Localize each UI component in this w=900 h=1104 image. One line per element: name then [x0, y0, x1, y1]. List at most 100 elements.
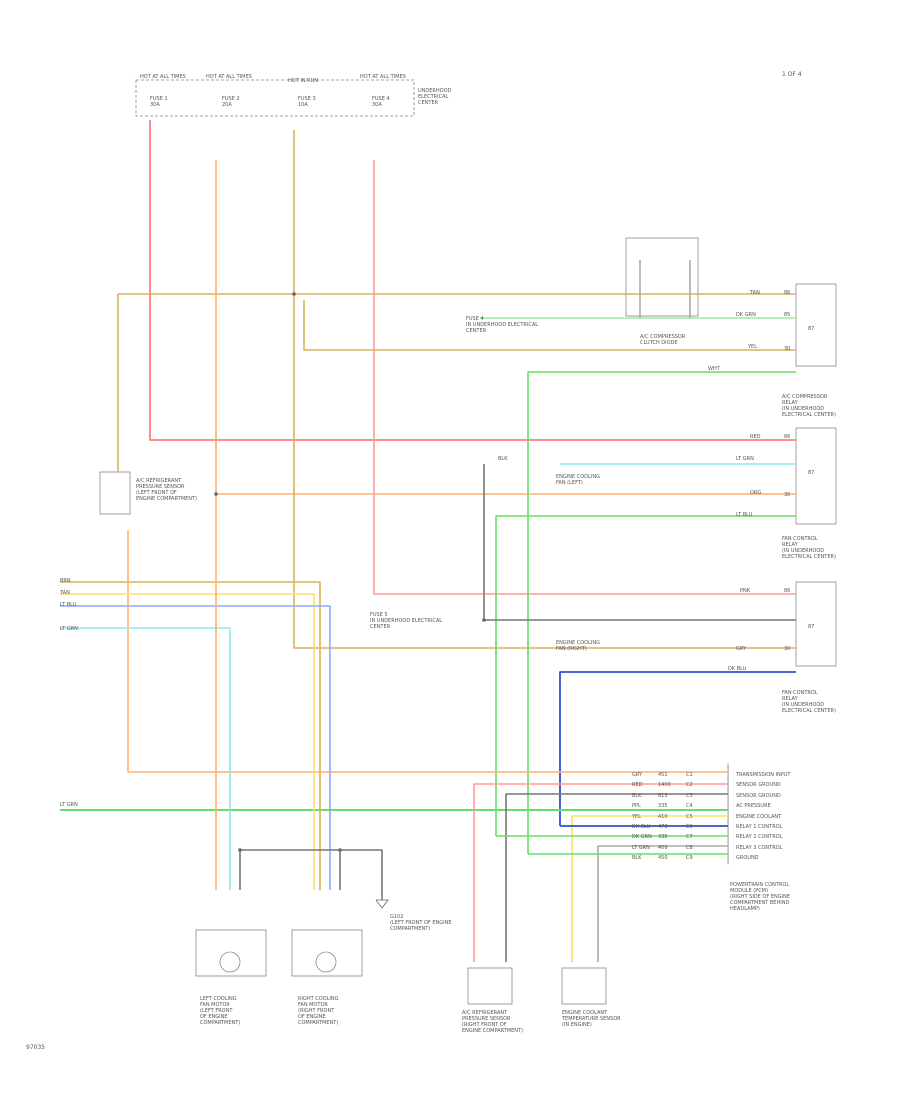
yellow-relay-wire	[304, 300, 796, 350]
fuse-2-top: HOT AT ALL TIMES	[206, 74, 252, 80]
pcm-wire-color-4: PPL	[632, 803, 641, 809]
left-fan-motor-box	[196, 930, 266, 976]
left-fan-yellow-wire	[60, 594, 314, 890]
left-wire-label-3: LT BLU	[60, 602, 76, 608]
fan-control-relay-1-label: FAN CONTROL RELAY (IN UNDERHOOD ELECTRIC…	[782, 536, 836, 560]
pcm-wire-color-3: BLK	[632, 793, 642, 799]
coolant-temp-sensor-box	[562, 968, 606, 1004]
splice-tan-bus	[292, 292, 296, 296]
fuse-4-name: FUSE 4 30A	[372, 96, 390, 108]
left-wire-label-4: LT GRN	[60, 626, 78, 632]
pcm-circuit-name-1: TRANSMISSION INPUT	[736, 772, 790, 778]
pcm-wire-color-6: DK BLU	[632, 824, 650, 830]
fuse-2-name: FUSE 2 20A	[222, 96, 240, 108]
fan-control-relay-1-box	[796, 428, 836, 524]
pcm-pin-9: C9	[686, 855, 693, 861]
wire-label-dkblu: DK BLU	[728, 666, 746, 672]
ac-refrigerant-sensor-box	[468, 968, 512, 1004]
pcm-wire-color-9: BLK	[632, 855, 642, 861]
relay-1-pin-87: 87	[808, 326, 814, 332]
pcm-wire-circuit-2: 1400	[658, 782, 671, 788]
pcm-pin-1: C1	[686, 772, 693, 778]
cooling-fan-2-label: ENGINE COOLING FAN (RIGHT)	[556, 640, 600, 652]
right-fan-blue-wire	[60, 606, 330, 890]
tan-feed-wire	[294, 130, 796, 648]
pcm-wire-circuit-1: 451	[658, 772, 668, 778]
pcm-pin-4: C4	[686, 803, 693, 809]
pcm-pin-8: C8	[686, 845, 693, 851]
wire-label-wht: WHT	[708, 366, 720, 372]
left-fan-motor-symbol	[220, 952, 240, 972]
pcm-pin-2: C2	[686, 782, 693, 788]
wire-label-red: RED	[750, 434, 760, 440]
pcm-pin-5: C5	[686, 814, 693, 820]
splice-ground-2	[338, 848, 342, 852]
pcm-pin-3: C3	[686, 793, 693, 799]
relay-1-pin-85: 85	[784, 312, 790, 318]
right-fan-motor-label: RIGHT COOLING FAN MOTOR (RIGHT FRONT OF …	[298, 996, 338, 1026]
pcm-wire-circuit-7: 335	[658, 834, 668, 840]
pcm-label: POWERTRAIN CONTROL MODULE (PCM) (RIGHT S…	[730, 882, 790, 912]
left-wire-label-2: TAN	[60, 590, 70, 596]
ground-symbol	[376, 900, 388, 908]
relay-1-pin-86: 86	[784, 290, 790, 296]
ac-compressor-relay-box	[796, 284, 836, 366]
fan-ground-bus	[240, 850, 382, 900]
pcm-pin-6: C6	[686, 824, 693, 830]
splice-orange	[214, 492, 218, 496]
pcm-circuit-name-4: AC PRESSURE	[736, 803, 771, 809]
footer-code: 97035	[26, 1045, 45, 1051]
pcm-wire-circuit-3: 813	[658, 793, 668, 799]
wire-label-gry: GRY	[736, 646, 746, 652]
pcm-wire-color-2: RED	[632, 782, 642, 788]
fuse-3-top: HOT IN RUN	[288, 78, 318, 84]
fan-control-relay-2-box	[796, 582, 836, 666]
relay-2-pin-87: 87	[808, 470, 814, 476]
pcm-circuit-name-7: RELAY 2 CONTROL	[736, 834, 782, 840]
wire-label-yel: YEL	[748, 344, 757, 350]
pcm-circuit-name-5: ENGINE COOLANT	[736, 814, 781, 820]
pcm-wire-circuit-5: 410	[658, 814, 668, 820]
pink-feed-wire	[374, 160, 796, 594]
page-code: 1 OF 4	[782, 72, 802, 78]
wire-label-org: ORG	[750, 490, 761, 496]
pcm-circuit-name-6: RELAY 1 CONTROL	[736, 824, 782, 830]
wire-label-tan: TAN	[750, 290, 760, 296]
fuse-1-top: HOT AT ALL TIMES	[140, 74, 186, 80]
pcm-circuit-name-3: SENSOR GROUND	[736, 793, 781, 799]
pcm-wire-color-1: GRY	[632, 772, 642, 778]
pcm-circuit-name-9: GROUND	[736, 855, 759, 861]
left-fan-motor-label: LEFT COOLING FAN MOTOR (LEFT FRONT OF EN…	[200, 996, 240, 1026]
pcm-wire-color-5: YEL	[632, 814, 641, 820]
ground-g1-label: G102 (LEFT FRONT OF ENGINE COMPARTMENT)	[390, 914, 452, 932]
pcm-circuit-name-8: RELAY 3 CONTROL	[736, 845, 782, 851]
right-fan-motor-box	[292, 930, 362, 976]
ac-compressor-relay-label: A/C COMPRESSOR RELAY (IN UNDERHOOD ELECT…	[782, 394, 836, 418]
left-green-label: LT GRN	[60, 802, 78, 808]
fan-control-relay-2-label: FAN CONTROL RELAY (IN UNDERHOOD ELECTRIC…	[782, 690, 836, 714]
pcm-pin-7: C7	[686, 834, 693, 840]
fuse-1-name: FUSE 1 30A	[150, 96, 168, 108]
pcm-circuit-name-2: SENSOR GROUND	[736, 782, 781, 788]
pcm-wire-circuit-8: 409	[658, 845, 668, 851]
pressure-switch-signal-wire	[128, 530, 728, 772]
refrigerant-sensor-ground	[506, 794, 728, 962]
wire-label-ltgrn: LT GRN	[736, 456, 754, 462]
red-feed-wire	[150, 120, 796, 440]
relay-3-pin-86: 86	[784, 588, 790, 594]
wire-label-ltblu: LT BLU	[736, 512, 752, 518]
pressure-switch-box	[100, 472, 130, 514]
splice-ground	[238, 848, 242, 852]
fuse-4-top: HOT AT ALL TIMES	[360, 74, 406, 80]
left-wire-label-1: BRN	[60, 578, 71, 584]
pcm-wire-color-8: LT GRN	[632, 845, 650, 851]
left-fan-cyan-wire	[60, 628, 230, 890]
relay-2-pin-86: 86	[784, 434, 790, 440]
cooling-fan-1-label: ENGINE COOLING FAN (LEFT)	[556, 474, 600, 486]
pcm-wire-circuit-6: 473	[658, 824, 668, 830]
lh-fan-relay-fuse-label: FUSE 4 IN UNDERHOOD ELECTRICAL CENTER	[466, 316, 538, 334]
relay-2-pin-30: 30	[784, 492, 790, 498]
ac-compressor-clutch-box	[626, 238, 698, 316]
